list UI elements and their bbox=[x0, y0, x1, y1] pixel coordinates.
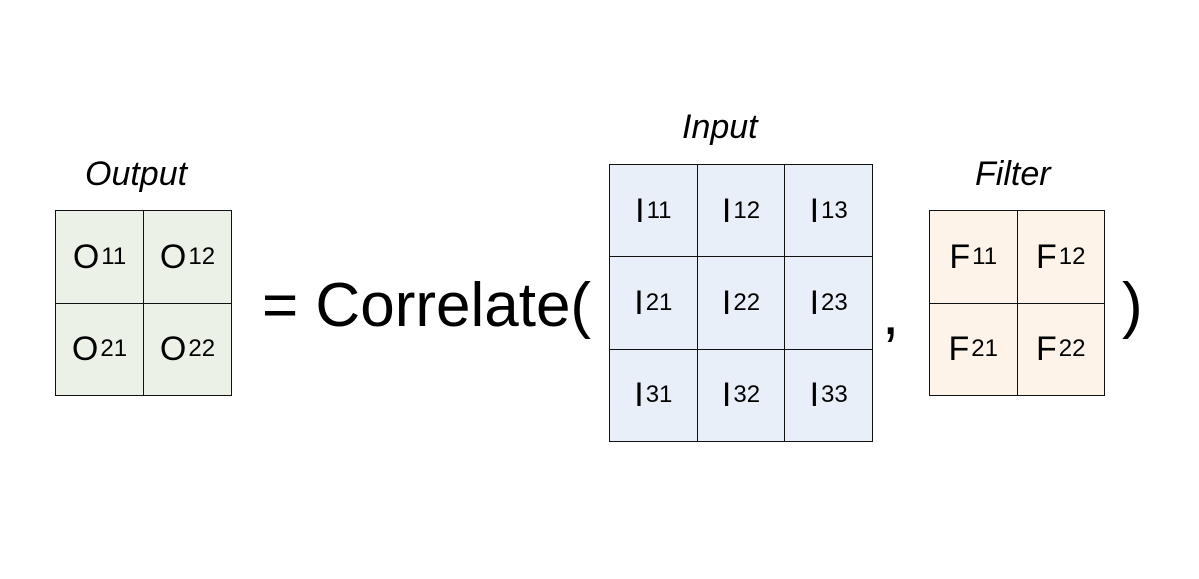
filter-title: Filter bbox=[975, 155, 1051, 193]
argument-comma: , bbox=[882, 279, 900, 348]
closing-paren: ) bbox=[1122, 271, 1143, 340]
correlate-formula: = Correlate( bbox=[262, 271, 592, 340]
output-title: Output bbox=[85, 155, 188, 193]
input-title: Input bbox=[682, 108, 758, 146]
